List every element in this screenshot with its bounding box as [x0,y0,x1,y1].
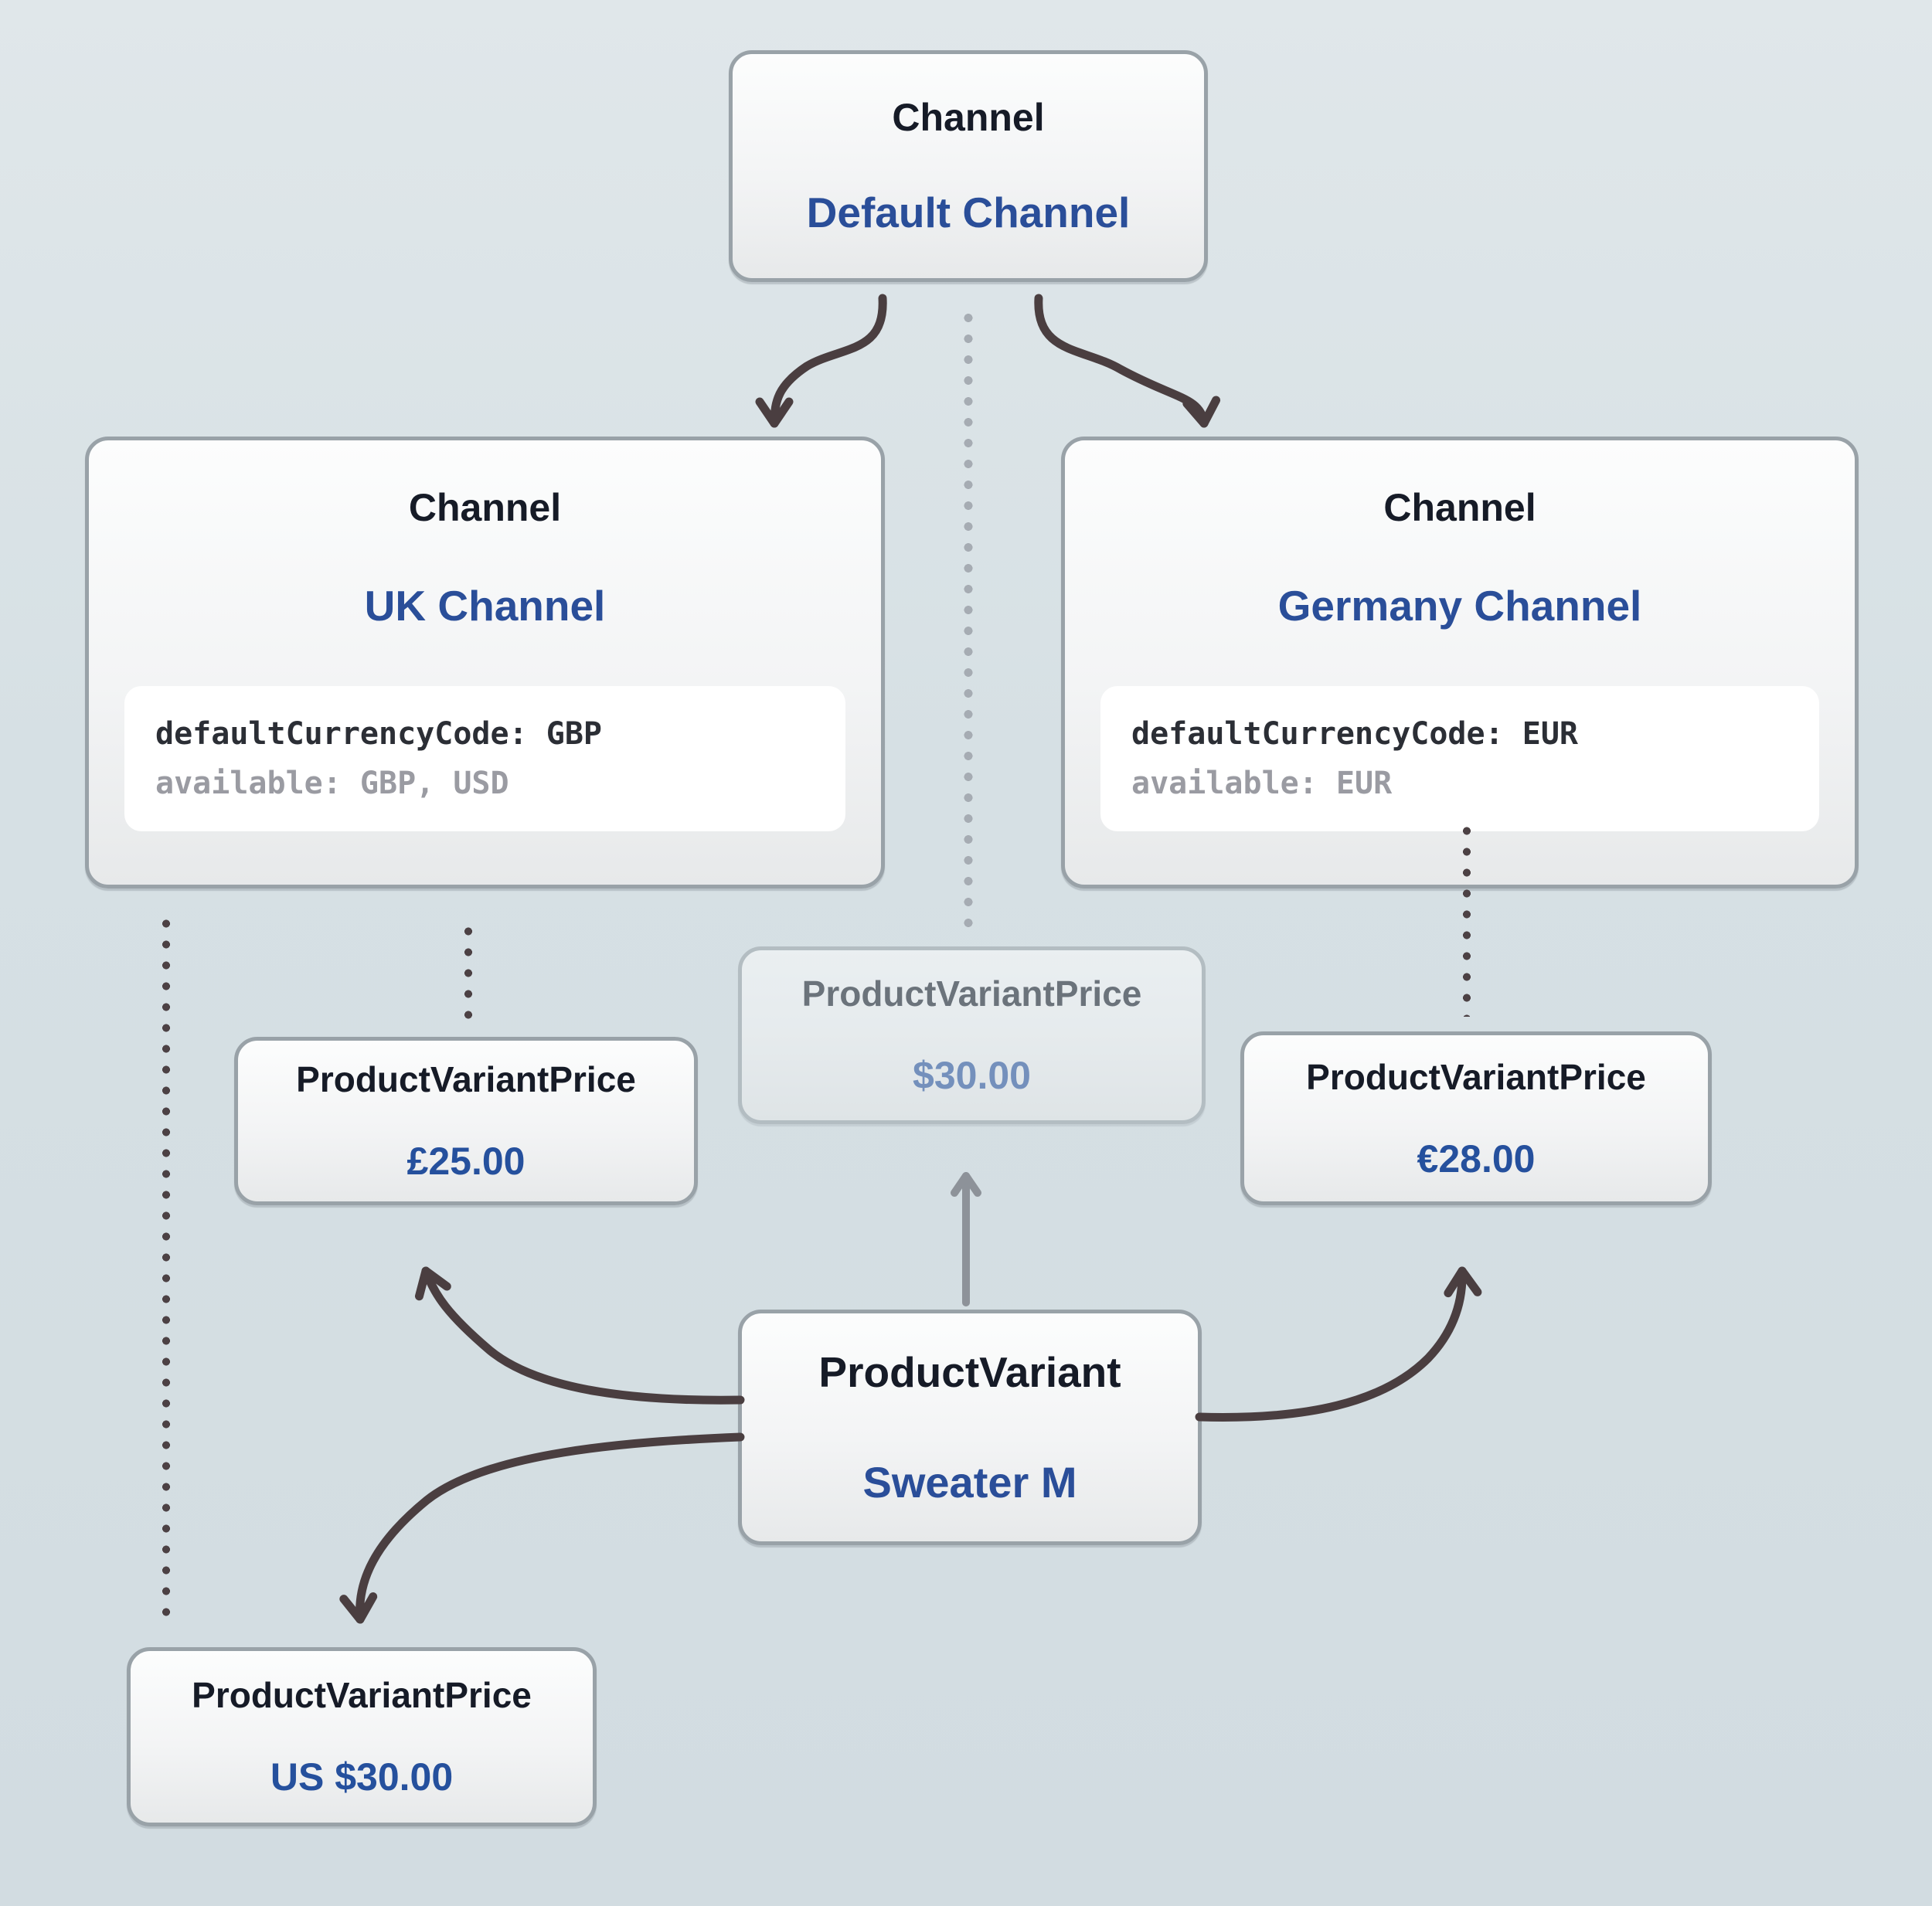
available-currencies-line: available: EUR [1131,766,1393,801]
node-product-variant: ProductVariant Sweater M [738,1310,1202,1545]
price-value: $30.00 [913,1054,1031,1097]
node-channel-uk: Channel UK Channel defaultCurrencyCode: … [85,437,885,888]
default-currency-line: defaultCurrencyCode: EUR [1131,716,1578,752]
node-type-label: Channel [892,96,1045,139]
node-price-uk-channel: ProductVariantPrice £25.00 [234,1037,698,1205]
node-price-default-channel: ProductVariantPrice $30.00 [738,946,1206,1124]
node-type-label: Channel [408,486,562,529]
arrow-variant-to-germany-price [1195,1266,1482,1422]
node-type-label: ProductVariant [818,1348,1121,1396]
node-type-label: ProductVariantPrice [296,1059,636,1099]
default-currency-line: defaultCurrencyCode: GBP [155,716,602,752]
node-channel-germany: Channel Germany Channel defaultCurrencyC… [1061,437,1859,888]
node-price-us: ProductVariantPrice US $30.00 [127,1647,597,1826]
arrow-variant-to-uk-price [414,1266,745,1405]
dotted-line-uk-channel-to-uk-price [464,921,473,1023]
price-value: £25.00 [406,1140,526,1183]
arrow-variant-to-us-price [339,1432,745,1624]
node-type-label: Channel [1383,486,1536,529]
node-entity-name: UK Channel [364,582,606,630]
currency-code-panel: defaultCurrencyCode: EUR available: EUR [1100,686,1819,831]
node-channel-default: Channel Default Channel [729,50,1208,282]
dotted-line-uk-channel-to-us-price [162,913,171,1626]
node-type-label: ProductVariantPrice [801,973,1142,1014]
node-type-label: ProductVariantPrice [192,1675,532,1715]
arrow-default-to-uk [755,294,887,428]
dotted-line-germany-channel-to-germany-price [1462,820,1471,1017]
price-value: US $30.00 [270,1755,454,1799]
node-entity-name: Default Channel [806,189,1131,236]
price-value: €28.00 [1417,1136,1536,1181]
node-entity-name: Sweater M [862,1458,1077,1507]
node-entity-name: Germany Channel [1277,582,1642,630]
node-price-germany-channel: ProductVariantPrice €28.00 [1240,1031,1712,1205]
node-type-label: ProductVariantPrice [1306,1056,1646,1097]
currency-code-panel: defaultCurrencyCode: GBP available: GBP,… [124,686,845,831]
arrow-default-to-germany [1034,294,1221,428]
dotted-line-default-channel-to-default-price [964,307,973,939]
available-currencies-line: available: GBP, USD [155,766,509,801]
